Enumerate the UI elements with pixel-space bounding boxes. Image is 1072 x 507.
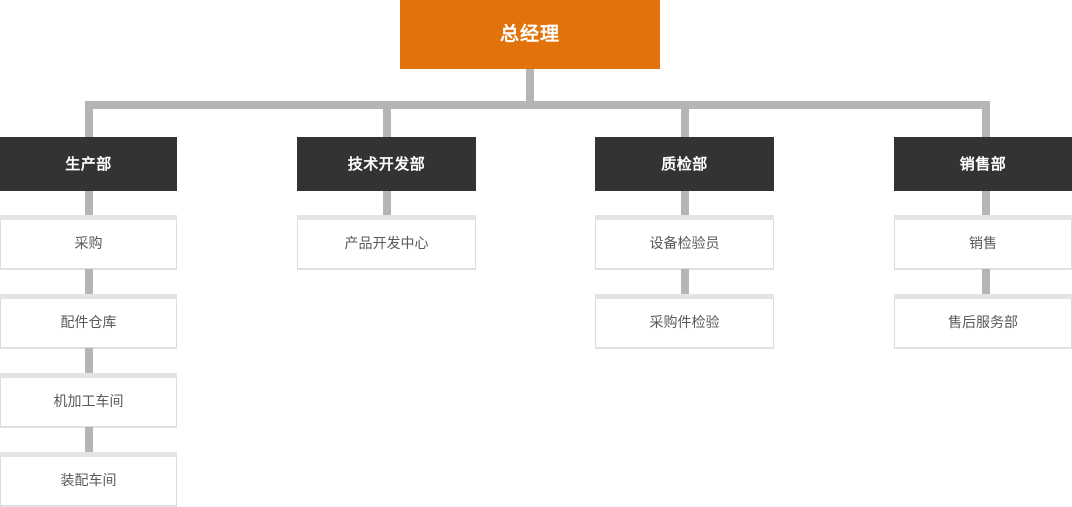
node-department-sales-label: 销售部 <box>959 155 1007 173</box>
node-leaf-after-sales-service-label: 售后服务部 <box>948 314 1018 331</box>
node-department-production-label: 生产部 <box>65 155 112 173</box>
connector-root-stem <box>526 69 534 101</box>
node-leaf-purchased-parts-inspection[interactable]: 采购件检验 <box>595 294 774 348</box>
node-leaf-procurement-label: 采购 <box>74 235 103 252</box>
connector-c3-b <box>681 269 689 299</box>
connector-bus-drop-3 <box>681 101 689 137</box>
connector-c1-b <box>85 269 93 299</box>
node-leaf-machining-workshop-label: 机加工车间 <box>53 393 124 410</box>
connector-bus-drop-1 <box>85 101 93 137</box>
node-leaf-after-sales-service[interactable]: 售后服务部 <box>894 294 1072 348</box>
node-leaf-equipment-inspector-label: 设备检验员 <box>649 235 720 252</box>
node-leaf-assembly-workshop-label: 装配车间 <box>60 472 117 489</box>
node-root-label: 总经理 <box>499 23 560 46</box>
node-leaf-parts-warehouse[interactable]: 配件仓库 <box>0 294 177 348</box>
node-department-technical-development[interactable]: 技术开发部 <box>297 137 476 191</box>
node-leaf-equipment-inspector[interactable]: 设备检验员 <box>595 215 774 269</box>
connector-c1-c <box>85 348 93 378</box>
node-leaf-assembly-workshop[interactable]: 装配车间 <box>0 452 177 506</box>
node-leaf-parts-warehouse-label: 配件仓库 <box>60 314 117 331</box>
node-leaf-procurement[interactable]: 采购 <box>0 215 177 269</box>
node-leaf-product-development-center-label: 产品开发中心 <box>344 235 429 252</box>
node-leaf-sales-label: 销售 <box>969 235 997 252</box>
node-department-sales[interactable]: 销售部 <box>894 137 1072 191</box>
connector-c1-d <box>85 427 93 457</box>
node-department-quality-inspection-label: 质检部 <box>661 155 708 173</box>
node-leaf-sales[interactable]: 销售 <box>894 215 1072 269</box>
node-leaf-product-development-center[interactable]: 产品开发中心 <box>297 215 476 269</box>
connector-c4-a <box>982 191 990 220</box>
node-leaf-purchased-parts-inspection-label: 采购件检验 <box>649 314 720 331</box>
node-department-quality-inspection[interactable]: 质检部 <box>595 137 774 191</box>
node-root-general-manager[interactable]: 总经理 <box>400 0 660 69</box>
node-department-technical-development-label: 技术开发部 <box>347 155 426 173</box>
connector-c1-a <box>85 191 93 220</box>
connector-bus-drop-2 <box>383 101 391 137</box>
connector-department-bus <box>85 101 990 109</box>
node-department-production[interactable]: 生产部 <box>0 137 177 191</box>
connector-bus-drop-4 <box>982 101 990 137</box>
node-leaf-machining-workshop[interactable]: 机加工车间 <box>0 373 177 427</box>
connector-c3-a <box>681 191 689 220</box>
connector-c2-a <box>383 191 391 220</box>
connector-c4-b <box>982 269 990 299</box>
